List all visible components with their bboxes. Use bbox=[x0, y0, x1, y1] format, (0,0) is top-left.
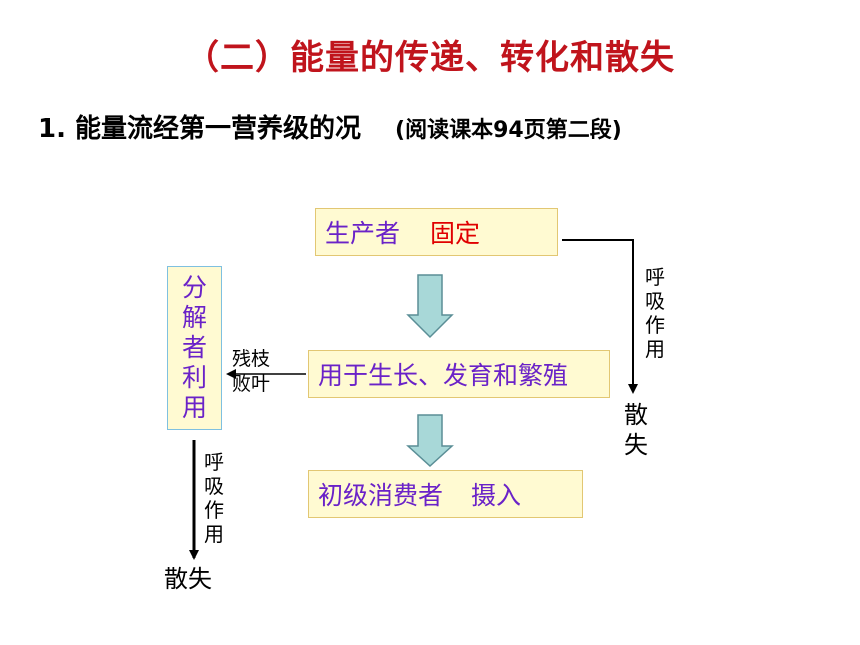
respiration-char: 作 bbox=[204, 498, 224, 522]
growth-label: 用于生长、发育和繁殖 bbox=[318, 361, 569, 390]
respiration-label-left: 呼 吸 作 用 bbox=[204, 450, 224, 546]
respiration-char: 呼 bbox=[204, 450, 224, 474]
respiration-label-right: 呼 吸 作 用 bbox=[645, 265, 665, 361]
page-title: （二）能量的传递、转化和散失 bbox=[185, 38, 675, 78]
respiration-char: 吸 bbox=[645, 289, 665, 313]
section-heading-text: 1. 能量流经第一营养级的况 bbox=[38, 114, 362, 144]
decomposer-char: 分 bbox=[181, 273, 207, 302]
fixation-label: 固定 bbox=[430, 219, 481, 248]
respiration-loss-line-right bbox=[562, 239, 638, 394]
decomposer-char: 解 bbox=[181, 303, 207, 332]
growth-box: 用于生长、发育和繁殖 bbox=[308, 350, 610, 398]
loss-label-left: 散失 bbox=[164, 565, 212, 593]
producer-label: 生产者 bbox=[325, 219, 401, 248]
respiration-char: 用 bbox=[645, 337, 665, 361]
respiration-char: 吸 bbox=[204, 474, 224, 498]
consumer-label: 初级消费者 bbox=[318, 481, 444, 510]
respiration-char: 用 bbox=[204, 522, 224, 546]
producer-box: 生产者固定 bbox=[315, 208, 558, 256]
respiration-char: 呼 bbox=[645, 265, 665, 289]
decomposer-box: 分 解 者 利 用 bbox=[167, 266, 222, 430]
residue-line-2: 败叶 bbox=[232, 373, 271, 395]
reading-note: (阅读课本94页第二段) bbox=[395, 118, 622, 143]
loss-char: 散 bbox=[624, 401, 648, 429]
down-arrow-growth-to-consumer bbox=[406, 414, 454, 468]
decomposer-char: 利 bbox=[181, 363, 207, 392]
intake-label: 摄入 bbox=[471, 481, 522, 510]
decomposer-char: 用 bbox=[181, 393, 207, 422]
loss-char: 失 bbox=[624, 431, 648, 459]
loss-label-right: 散 失 bbox=[624, 400, 648, 460]
decomposer-char: 者 bbox=[181, 333, 207, 362]
down-arrow-producer-to-growth bbox=[406, 274, 454, 339]
section-heading: 1. 能量流经第一营养级的况 (阅读课本94页第二段) bbox=[38, 108, 622, 145]
respiration-char: 作 bbox=[645, 313, 665, 337]
consumer-box: 初级消费者摄入 bbox=[308, 470, 583, 518]
residue-label: 残枝 败叶 bbox=[232, 347, 270, 397]
residue-line-1: 残枝 bbox=[232, 348, 271, 370]
